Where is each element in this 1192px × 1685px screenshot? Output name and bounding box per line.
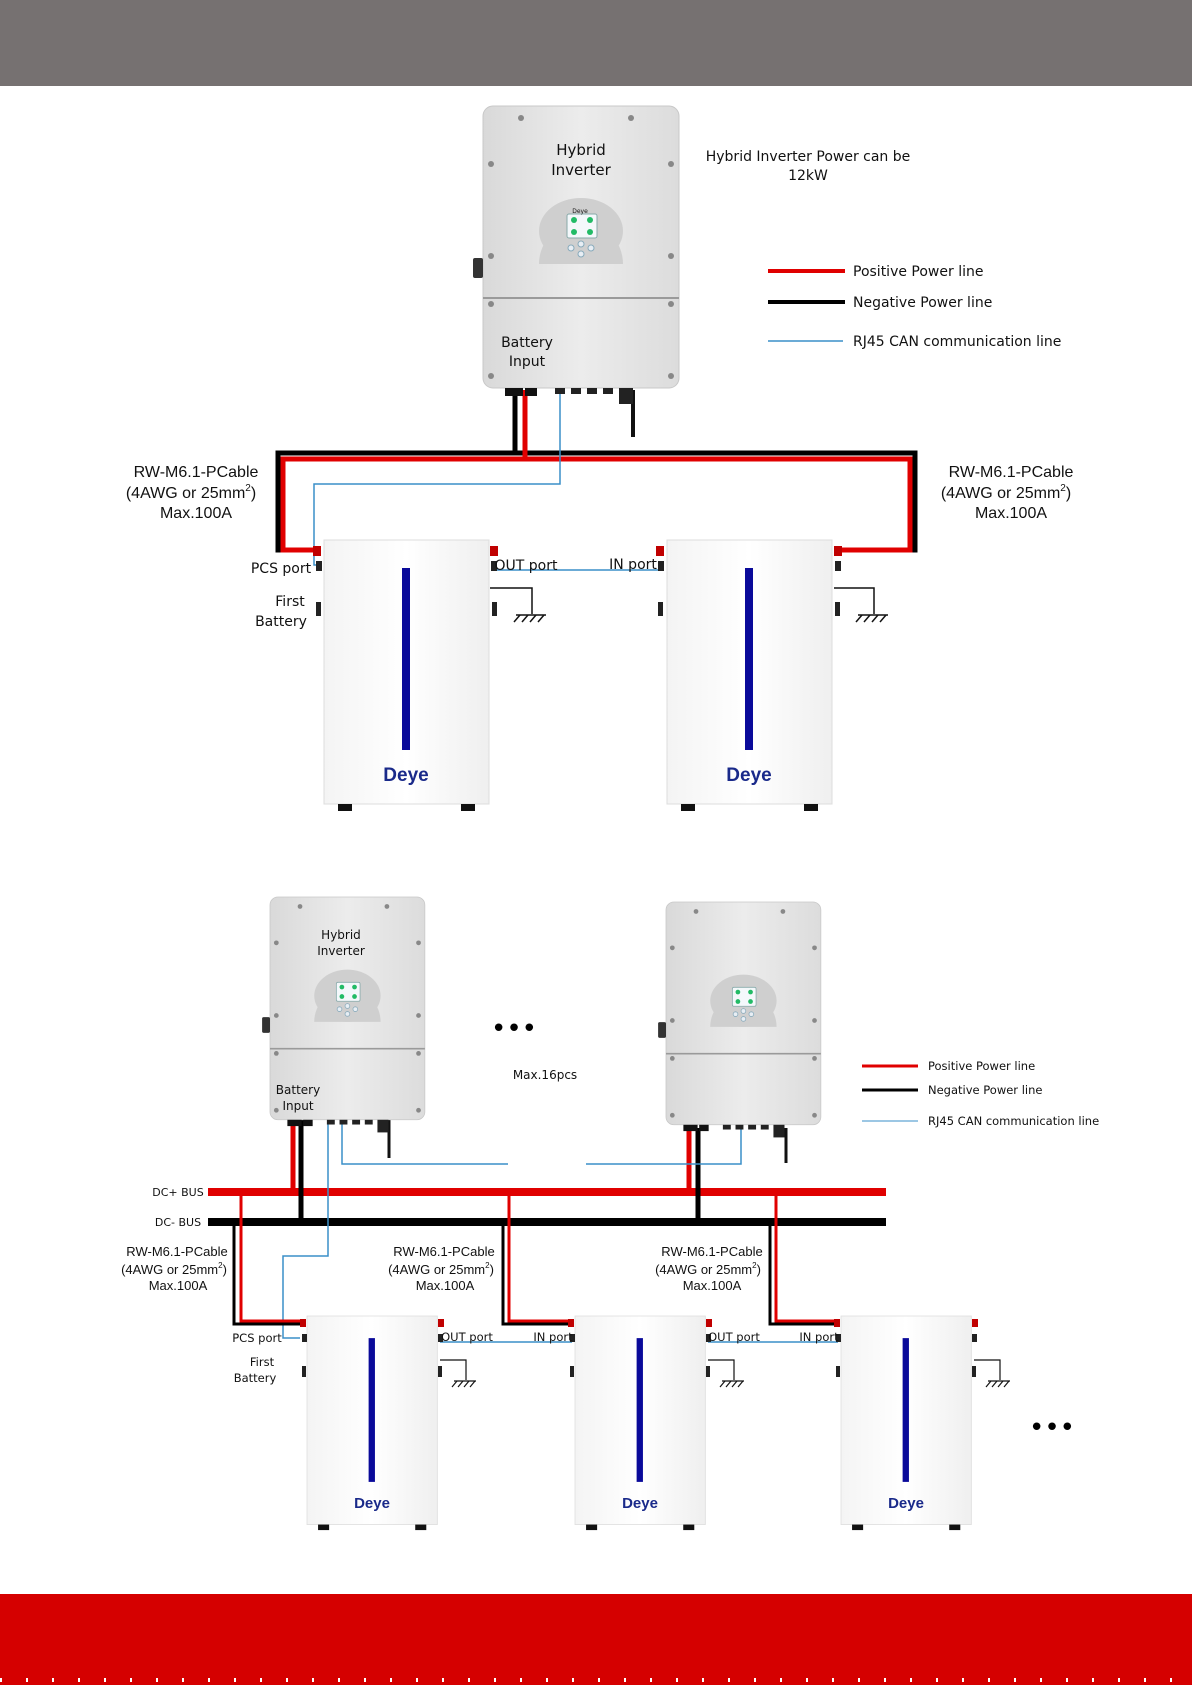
diagram2-in-port-2: IN port (799, 1330, 839, 1344)
svg-text:RW-M6.1-PCable: RW-M6.1-PCable (134, 464, 259, 481)
diagram2-cable-label-3: RW-M6.1-PCable (4AWG or 25mm2) Max.100A (655, 1244, 763, 1293)
diagram2-inverter-ellipsis: ••• (491, 1014, 537, 1044)
diagram1-pcs-port: PCS port (251, 561, 312, 577)
svg-text:RW-M6.1-PCable: RW-M6.1-PCable (393, 1244, 494, 1259)
diagram1-out-port: OUT port (495, 558, 558, 574)
header-bar (0, 0, 1192, 86)
svg-text:Max.100A: Max.100A (416, 1278, 475, 1293)
svg-text:(4AWG or 25mm2): (4AWG or 25mm2) (388, 1261, 494, 1277)
diagram1-cable-label-right: RW-M6.1-PCable (4AWG or 25mm2) Max.100A (941, 464, 1074, 522)
diagram2-battery-3-logo: Deye (888, 1495, 924, 1512)
diagram2-cable-label-1: RW-M6.1-PCable (4AWG or 25mm2) Max.100A (121, 1244, 228, 1293)
diagram1-legend: Positive Power line Negative Power line … (768, 264, 1061, 350)
svg-text:Max.100A: Max.100A (975, 505, 1047, 522)
diagram2-battery-input-2: Input (282, 1099, 313, 1113)
footer-stripe (0, 1678, 1192, 1682)
diagram2-inverter-drops (282, 1120, 788, 1339)
diagram2-first-battery-2: Battery (234, 1371, 277, 1385)
diagram2-first-battery-1: First (250, 1355, 275, 1369)
diagram1-power-note-2: 12kW (788, 168, 828, 184)
diagram2-cable-label-2: RW-M6.1-PCable (4AWG or 25mm2) Max.100A (388, 1244, 495, 1293)
diagram2-pcs-port: PCS port (232, 1331, 282, 1345)
diagram2-max-pcs: Max.16pcs (513, 1068, 577, 1082)
dc-minus-bus-label: DC- BUS (155, 1216, 201, 1229)
svg-text:Max.100A: Max.100A (149, 1278, 208, 1293)
diagram2-ports (302, 1334, 977, 1377)
diagram1-cable-label-left: RW-M6.1-PCable (4AWG or 25mm2) Max.100A (126, 464, 259, 522)
svg-text:(4AWG or 25mm2): (4AWG or 25mm2) (655, 1261, 761, 1277)
svg-text:(4AWG or 25mm2): (4AWG or 25mm2) (126, 483, 256, 502)
diagram1-ground-symbols (490, 587, 888, 623)
diagram2-legend: Positive Power line Negative Power line … (862, 1059, 1099, 1128)
diagram2-out-port-2: OUT port (708, 1330, 760, 1344)
svg-text:Max.100A: Max.100A (683, 1278, 742, 1293)
diagram1-legend-can: RJ45 CAN communication line (853, 334, 1061, 350)
diagram1-ports (316, 561, 841, 616)
diagram2-inverter-label-2: Inverter (317, 944, 365, 958)
diagram2-in-port-1: IN port (533, 1330, 573, 1344)
diagram1-battery-input-2: Input (509, 354, 546, 370)
diagram1-battery-1-logo: Deye (383, 765, 428, 786)
diagram1-first-battery-1: First (275, 594, 305, 610)
diagram2-battery-2-logo: Deye (622, 1495, 658, 1512)
footer-bar (0, 1594, 1192, 1685)
svg-text:RW-M6.1-PCable: RW-M6.1-PCable (126, 1244, 227, 1259)
svg-text:(4AWG or 25mm2): (4AWG or 25mm2) (121, 1261, 227, 1277)
diagram1-legend-negative: Negative Power line (853, 295, 992, 311)
svg-text:RW-M6.1-PCable: RW-M6.1-PCable (661, 1244, 762, 1259)
diagram2-ground-symbols (440, 1359, 1010, 1388)
diagram1-battery-input-1: Battery (501, 335, 553, 351)
diagram1-first-battery-2: Battery (255, 614, 307, 630)
svg-text:(4AWG or 25mm2): (4AWG or 25mm2) (941, 483, 1071, 502)
diagram2-legend-can: RJ45 CAN communication line (928, 1114, 1099, 1128)
diagram2-battery-drops (232, 1192, 838, 1343)
svg-text:RW-M6.1-PCable: RW-M6.1-PCable (949, 464, 1074, 481)
svg-text:Max.100A: Max.100A (160, 505, 232, 522)
diagram1-legend-positive: Positive Power line (853, 264, 983, 280)
diagram1-in-port: IN port (609, 557, 657, 573)
diagram2-inverter-label-1: Hybrid (321, 928, 361, 942)
diagram1-inverter-label-1: Hybrid (556, 141, 606, 159)
diagram2-legend-negative: Negative Power line (928, 1083, 1042, 1097)
diagram2-terminals (300, 1319, 978, 1327)
diagram2-out-port-1: OUT port (441, 1330, 493, 1344)
diagram1-cables (275, 390, 918, 571)
diagram1-power-note-1: Hybrid Inverter Power can be (706, 149, 911, 165)
diagram1-inverter-label-2: Inverter (551, 161, 611, 179)
diagram2-battery-ellipsis: ••• (1029, 1413, 1075, 1443)
diagram1-inverter-logo: Deye (572, 208, 588, 215)
diagram1-battery-2-logo: Deye (726, 765, 771, 786)
dc-plus-bus-label: DC+ BUS (152, 1186, 203, 1199)
diagram2-battery-input-1: Battery (276, 1083, 320, 1097)
diagram2-hybrid-inverter-2 (657, 901, 822, 1139)
diagram1-terminals (313, 546, 842, 556)
diagram2-legend-positive: Positive Power line (928, 1059, 1035, 1073)
diagram2-battery-1-logo: Deye (354, 1495, 390, 1512)
